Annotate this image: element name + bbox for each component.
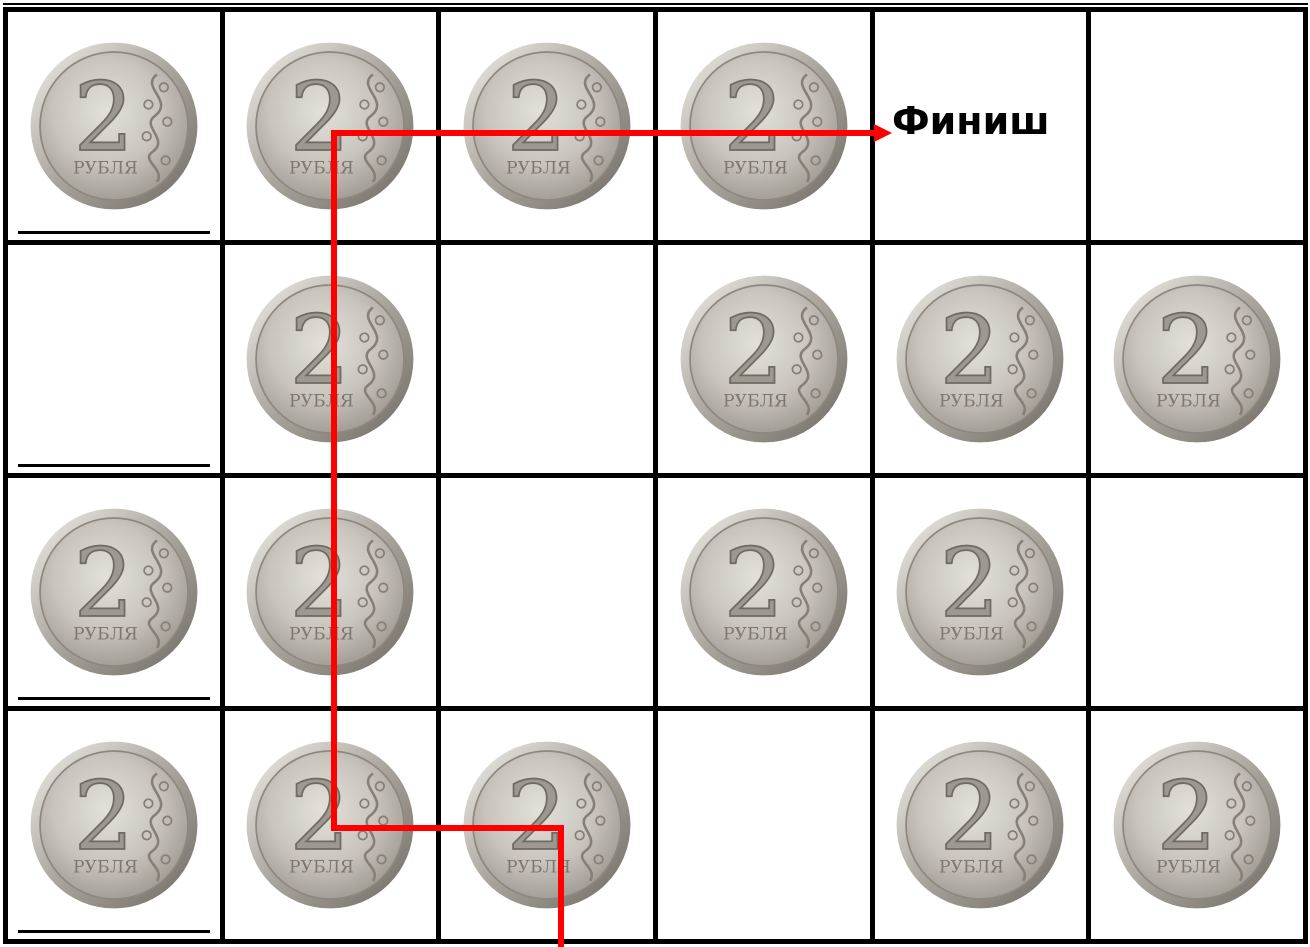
coin-numeral: 2 [723, 63, 783, 173]
coin-currency-text: РУБЛЯ [506, 857, 571, 877]
coin-currency-text: РУБЛЯ [289, 158, 354, 178]
coin-numeral: 2 [507, 63, 567, 173]
grid-cell [1091, 478, 1308, 711]
coin-currency-text: РУБЛЯ [73, 624, 138, 644]
coin-numeral: 2 [940, 762, 1000, 872]
coin-currency-text: РУБЛЯ [939, 624, 1004, 644]
coin-numeral: 2 [73, 529, 133, 639]
answer-line [18, 231, 210, 234]
coin-currency-text: РУБЛЯ [723, 391, 788, 411]
coin-currency-text: РУБЛЯ [73, 158, 138, 178]
coin-currency-text: РУБЛЯ [289, 857, 354, 877]
coin-numeral: 2 [723, 529, 783, 639]
coin-numeral: 2 [290, 529, 350, 639]
coin-currency-text: РУБЛЯ [1156, 391, 1221, 411]
coin-currency-text: РУБЛЯ [723, 624, 788, 644]
grid-cell [1091, 12, 1308, 245]
finish-label: Финиш [892, 102, 1050, 140]
coin-currency-text: РУБЛЯ [939, 857, 1004, 877]
answer-line [18, 697, 210, 700]
coin-currency-text: РУБЛЯ [73, 857, 138, 877]
coin-numeral: 2 [1157, 762, 1217, 872]
coin-currency-text: РУБЛЯ [289, 624, 354, 644]
grid-cell [441, 478, 658, 711]
coin-currency-text: РУБЛЯ [506, 158, 571, 178]
coin-numeral: 2 [940, 529, 1000, 639]
coin-numeral: 2 [1157, 296, 1217, 406]
coin-numeral: 2 [290, 762, 350, 872]
coin-numeral: 2 [73, 63, 133, 173]
coin-numeral: 2 [290, 63, 350, 173]
grid-cell [658, 711, 875, 944]
answer-line [18, 930, 210, 933]
coin-numeral: 2 [73, 762, 133, 872]
coin-numeral: 2 [940, 296, 1000, 406]
answer-line [18, 464, 210, 467]
coin-currency-text: РУБЛЯ [289, 391, 354, 411]
coin-numeral: 2 [507, 762, 567, 872]
grid-cell [8, 245, 225, 478]
coin-numeral: 2 [723, 296, 783, 406]
top-rule [3, 3, 1308, 5]
grid-cell [441, 245, 658, 478]
coin-currency-text: РУБЛЯ [939, 391, 1004, 411]
coin-currency-text: РУБЛЯ [723, 158, 788, 178]
coin-numeral: 2 [290, 296, 350, 406]
coin-currency-text: РУБЛЯ [1156, 857, 1221, 877]
